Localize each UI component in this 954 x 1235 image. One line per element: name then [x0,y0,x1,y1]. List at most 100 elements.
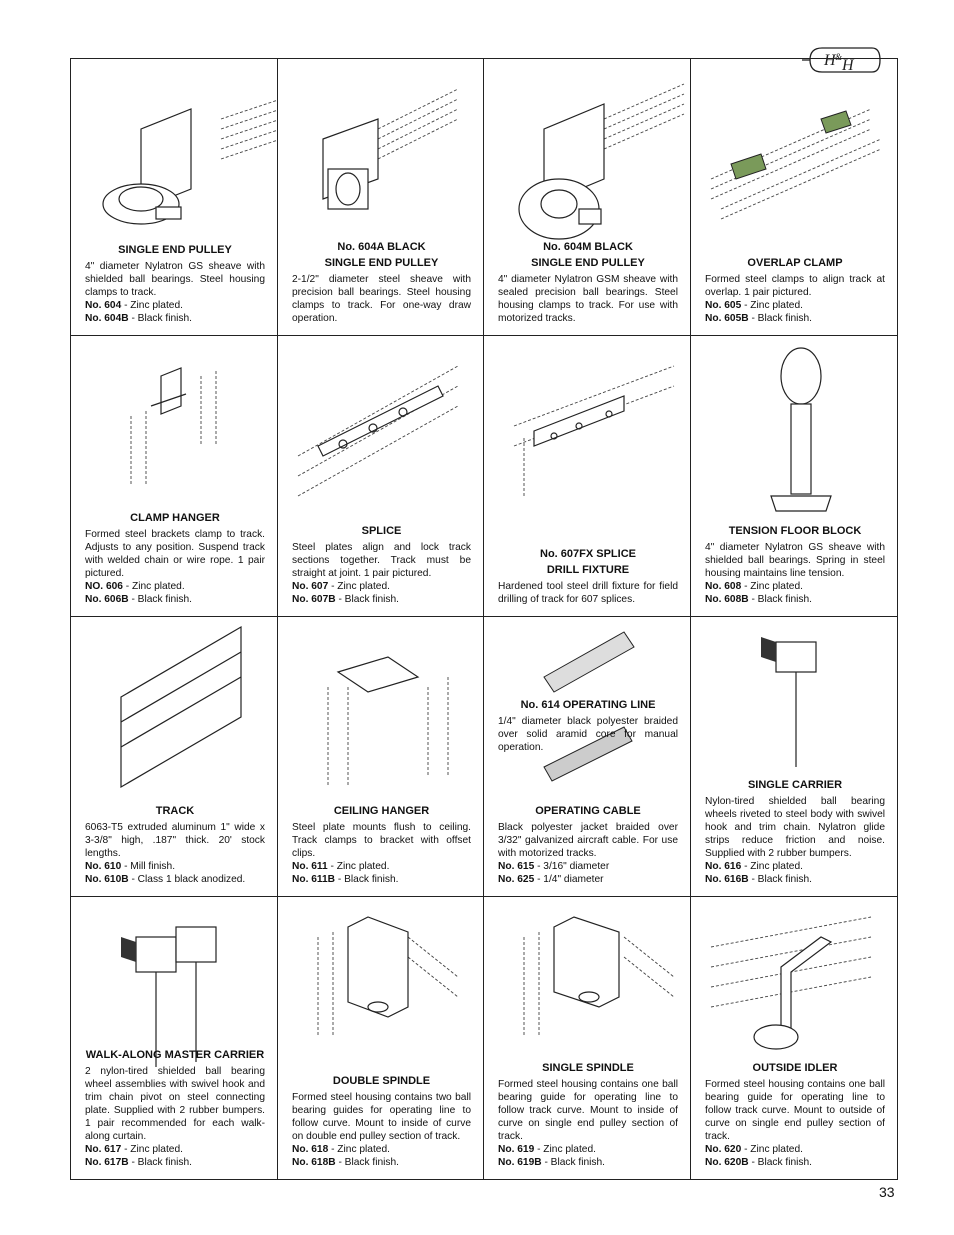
part-number: No. 617 [85,1144,122,1155]
clamp-hanger-illustration [130,367,217,486]
product-text: OVERLAP CLAMP Formed steel clamps to ali… [705,255,885,325]
product-description: 2 nylon-tired shielded ball bearing whee… [85,1066,265,1142]
product-cell-clamp-hanger: CLAMP HANGER Formed steel brackets clamp… [71,336,278,617]
part-finish: - Class 1 black anodized. [128,874,246,885]
operating-line-text: No. 614 OPERATING LINE 1/4" diameter bla… [498,697,678,754]
604m-pulley-illustration [518,83,685,240]
part-number: No. 615 [498,861,535,872]
part-finish: - Zinc plated. [122,581,185,592]
part-finish: - Black finish. [128,1157,193,1168]
single-end-pulley-illustration [102,99,277,225]
product-text: No. 607FX SPLICE DRILL FIXTURE Hardened … [498,546,678,606]
part-number: No. 617B [85,1157,129,1168]
product-title: DOUBLE SPINDLE [332,1075,431,1087]
product-text: TENSION FLOOR BLOCK 4" diameter Nylatron… [705,523,885,606]
product-title: WALK-ALONG MASTER CARRIER [85,1049,265,1061]
product-description: 4" diameter Nylatron GS sheave with shie… [85,261,265,298]
product-title: SINGLE END PULLEY [531,257,645,269]
product-description: Hardened tool steel drill fixture for fi… [498,581,678,605]
part-finish: - 3/16" diameter [534,861,610,872]
product-text: No. 604A BLACK SINGLE END PULLEY 2-1/2" … [292,239,471,325]
product-title: CLAMP HANGER [130,512,220,524]
product-title: No. 607FX SPLICE [540,548,636,560]
product-title: OUTSIDE IDLER [752,1062,838,1074]
part-number: No. 611B [292,874,336,885]
track-illustration [120,625,242,789]
part-finish: - Zinc plated. [741,861,803,872]
product-cell-604a: No. 604A BLACK SINGLE END PULLEY 2-1/2" … [278,59,484,336]
product-description: Formed steel housing contains one ball b… [705,1079,885,1142]
product-cell-604m: No. 604M BLACK SINGLE END PULLEY 4" diam… [484,59,691,336]
product-cell-tension-floor-block: TENSION FLOOR BLOCK 4" diameter Nylatron… [691,336,897,617]
product-cell-single-spindle: SINGLE SPINDLE Formed steel housing cont… [484,897,691,1179]
part-number: No. 608B [705,594,749,605]
single-spindle-illustration [523,916,675,1037]
double-spindle-illustration [317,916,459,1037]
part-number: No. 620B [705,1157,749,1168]
product-description: 4" diameter Nylatron GS sheave with shie… [705,542,885,579]
product-grid: SINGLE END PULLEY 4" diameter Nylatron G… [70,58,898,1180]
drill-fixture-illustration [513,365,675,496]
product-title: DRILL FIXTURE [546,564,630,576]
part-number: No. 611 [292,861,328,872]
overlap-clamp-illustration [710,108,882,220]
part-number: No. 616 [705,861,742,872]
product-text: SINGLE END PULLEY 4" diameter Nylatron G… [85,242,265,325]
part-number: No. 605B [705,313,749,324]
company-logo: H & H [802,47,881,74]
product-description: Formed steel clamps to align track at ov… [705,274,885,298]
product-description: 6063-T5 extruded aluminum 1" wide x 3-3/… [85,822,265,859]
product-description: 1/4" diameter black polyester braided ov… [498,716,678,753]
part-finish: - Black finish. [335,874,399,885]
product-text: TRACK 6063-T5 extruded aluminum 1" wide … [85,803,265,886]
product-description: Formed steel brackets clamp to track. Ad… [85,529,265,579]
product-title: SPLICE [361,525,402,537]
svg-text:H: H [841,57,855,74]
part-finish: - Zinc plated. [327,861,390,872]
part-finish: - Zinc plated. [328,1144,390,1155]
product-title: OVERLAP CLAMP [747,257,843,269]
product-title: SINGLE END PULLEY [324,257,439,269]
product-description: Formed steel housing contains two ball b… [292,1092,471,1142]
product-description: 2-1/2" diameter steel sheave with precis… [292,274,471,324]
part-finish: - Zinc plated. [328,581,390,592]
part-finish: - Zinc plated. [741,300,803,311]
outside-idler-illustration [710,916,872,1050]
single-carrier-illustration [761,637,817,767]
part-number: No. 616B [705,874,749,885]
product-text: CLAMP HANGER Formed steel brackets clamp… [85,510,265,606]
product-cell-track: TRACK 6063-T5 extruded aluminum 1" wide … [71,617,278,897]
splice-illustration [297,365,459,497]
part-finish: - Zinc plated. [534,1144,596,1155]
product-cell-single-end-pulley: SINGLE END PULLEY 4" diameter Nylatron G… [71,59,278,336]
part-number: No. 604B [85,313,129,324]
product-text: CEILING HANGER Steel plate mounts flush … [292,803,471,886]
part-number: No. 620 [705,1144,742,1155]
product-text: OPERATING CABLE Black polyester jacket b… [498,803,678,886]
part-number: No. 618 [292,1144,329,1155]
product-text: SINGLE SPINDLE Formed steel housing cont… [498,1060,678,1169]
part-number: No. 604 [85,300,122,311]
product-description: Nylon-tired shielded ball bearing wheels… [705,796,885,859]
product-title: TRACK [155,805,195,817]
product-title: No. 614 OPERATING LINE [520,699,656,711]
product-description: Black polyester jacket braided over 3/32… [498,822,678,859]
page-number: 33 [879,1184,895,1200]
part-finish: - Black finish. [335,594,400,605]
part-finish: - Black finish. [541,1157,606,1168]
product-title: No. 604M BLACK [543,241,633,253]
product-cell-operating-cable: No. 614 OPERATING LINE 1/4" diameter bla… [484,617,691,897]
product-description: Steel plate mounts flush to ceiling. Tra… [292,822,471,859]
product-title: SINGLE END PULLEY [118,244,232,256]
part-number: No. 610B [85,874,129,885]
product-text: DOUBLE SPINDLE Formed steel housing cont… [292,1073,471,1169]
part-finish: - Black finish. [128,594,193,605]
product-description: Steel plates align and lock track sectio… [292,542,471,579]
product-title: SINGLE SPINDLE [542,1062,634,1074]
part-number: No. 619B [498,1157,542,1168]
part-finish: - 1/4" diameter [534,874,604,885]
part-number: No. 625 [498,874,535,885]
product-text: OUTSIDE IDLER Formed steel housing conta… [705,1060,885,1169]
product-title: CEILING HANGER [333,805,430,817]
product-title: No. 604A BLACK [337,241,426,253]
